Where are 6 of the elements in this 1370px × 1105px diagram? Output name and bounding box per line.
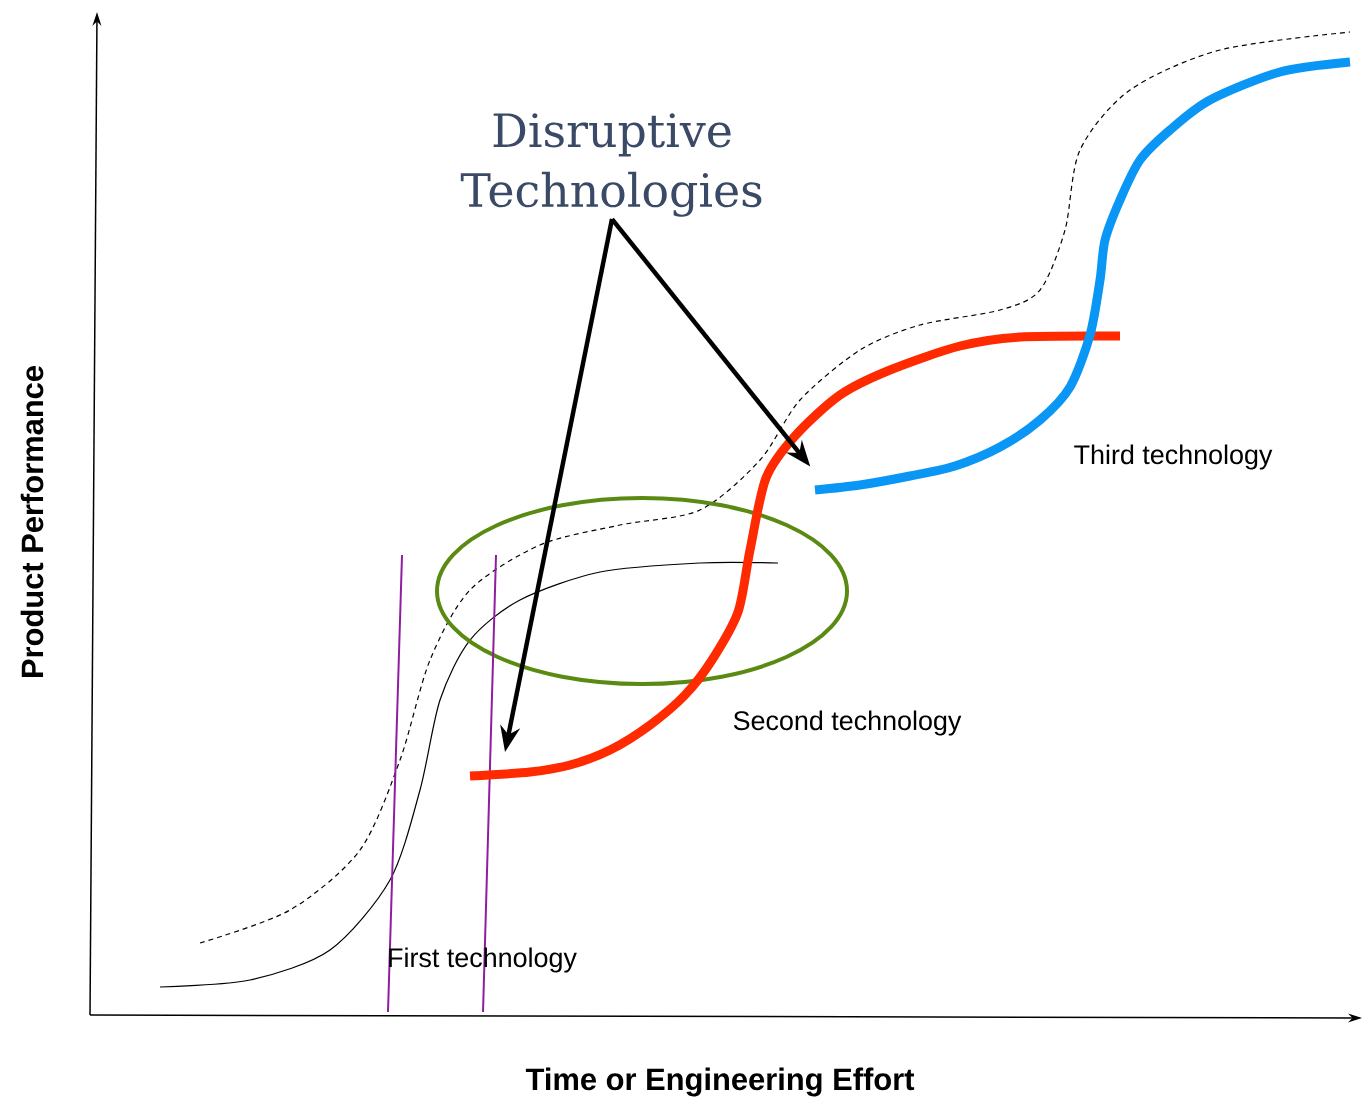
technology-curve bbox=[814, 57, 1351, 495]
curve-label: Third technology bbox=[1074, 444, 1273, 470]
axis-label: Product Performance bbox=[20, 366, 44, 677]
axis-label: Time or Engineering Effort bbox=[525, 1067, 915, 1097]
title-text: Disruptive Technologies bbox=[460, 113, 762, 217]
curve-label: Second technology bbox=[733, 710, 962, 736]
